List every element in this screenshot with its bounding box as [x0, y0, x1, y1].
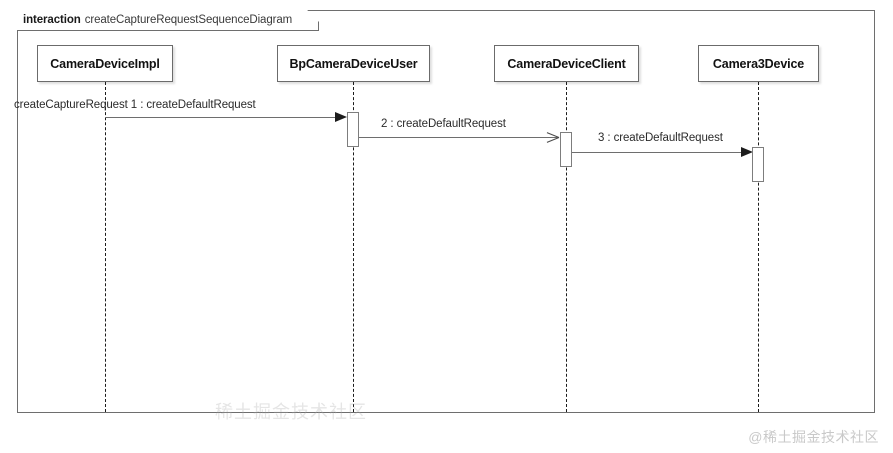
activation-bar-bp-camera-device-user [347, 112, 359, 147]
message-arrowhead-2 [546, 131, 559, 144]
message-label-3: 3 : createDefaultRequest [598, 132, 723, 144]
lifeline-head-camera-device-client[interactable]: CameraDeviceClient [494, 45, 639, 82]
message-arrowhead-3 [741, 146, 753, 157]
lifeline-line-camera3-device [758, 82, 759, 412]
message-label-2: 2 : createDefaultRequest [381, 118, 506, 130]
lifeline-label-camera-device-impl: CameraDeviceImpl [50, 56, 160, 71]
frame-name: createCaptureRequestSequenceDiagram [84, 14, 293, 26]
lifeline-line-bp-camera-device-user [353, 82, 354, 412]
message-line-3 [572, 152, 744, 153]
frame-keyword: interaction [23, 14, 81, 26]
lifeline-label-bp-camera-device-user: BpCameraDeviceUser [289, 56, 418, 71]
lifeline-head-bp-camera-device-user[interactable]: BpCameraDeviceUser [277, 45, 430, 82]
activation-bar-camera-device-client [560, 132, 572, 167]
interaction-frame [17, 10, 875, 413]
interaction-frame-header: interaction createCaptureRequestSequence… [17, 10, 319, 31]
lifeline-label-camera3-device: Camera3Device [712, 56, 805, 71]
message-arrowhead-1 [335, 111, 347, 122]
lifeline-head-camera-device-impl[interactable]: CameraDeviceImpl [37, 45, 173, 82]
lifeline-line-camera-device-client [566, 82, 567, 412]
activation-bar-camera3-device [752, 147, 764, 182]
lifeline-label-camera-device-client: CameraDeviceClient [507, 56, 626, 71]
lifeline-head-camera3-device[interactable]: Camera3Device [698, 45, 819, 82]
watermark-bottom-right: @稀土掘金技术社区 [748, 429, 879, 445]
message-line-2 [359, 137, 558, 138]
message-label-1: createCaptureRequest 1 : createDefaultRe… [14, 99, 256, 111]
lifeline-line-camera-device-impl [105, 82, 106, 412]
message-line-1 [105, 117, 338, 118]
